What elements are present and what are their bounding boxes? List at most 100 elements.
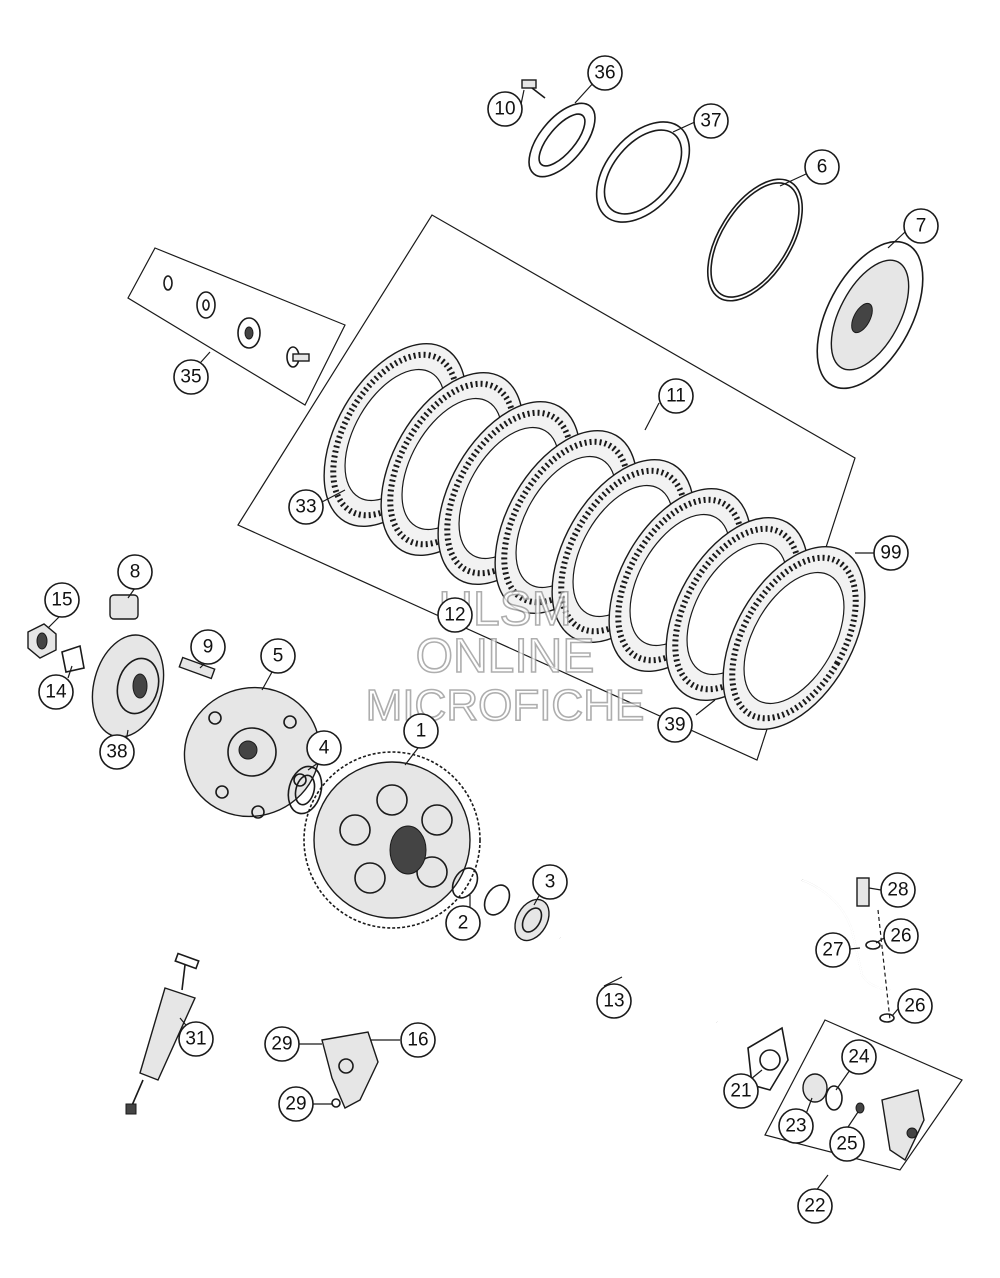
callout-35[interactable]: 35: [173, 359, 209, 395]
clutch-plate: [722, 545, 866, 731]
callout-16[interactable]: 16: [400, 1022, 436, 1058]
kit-22-outline: [764, 1019, 963, 1171]
callout-39[interactable]: 39: [657, 707, 693, 743]
svg-text:29: 29: [285, 1094, 306, 1115]
callout-33[interactable]: 33: [288, 489, 324, 525]
svg-text:10: 10: [494, 99, 515, 120]
svg-text:7: 7: [916, 216, 927, 237]
svg-text:6: 6: [817, 157, 828, 178]
svg-text:3: 3: [545, 872, 556, 893]
clutch-basket-1: [303, 751, 481, 929]
bushing-3: [514, 898, 550, 942]
needle-bearings-2: [451, 867, 511, 916]
spring-8: [109, 594, 139, 620]
callout-6[interactable]: 6: [804, 149, 840, 185]
svg-text:22: 22: [804, 1196, 825, 1217]
seals-26: [865, 940, 895, 1023]
callout-25[interactable]: 25: [829, 1126, 865, 1162]
line-27: [801, 879, 891, 991]
clutch-plate-stack: [323, 342, 866, 731]
callout-15[interactable]: 15: [44, 582, 80, 618]
svg-text:26: 26: [904, 996, 925, 1017]
svg-text:13: 13: [603, 991, 624, 1012]
callout-2[interactable]: 2: [445, 905, 481, 941]
clutch-plate-kit-outline: [237, 214, 856, 761]
svg-text:27: 27: [822, 940, 843, 961]
svg-text:9: 9: [203, 637, 214, 658]
callout-29-upper[interactable]: 29: [264, 1026, 300, 1062]
svg-text:37: 37: [700, 111, 721, 132]
bearing-36: [528, 102, 596, 178]
nut-15: [27, 623, 57, 659]
svg-text:1: 1: [416, 721, 427, 742]
callout-36[interactable]: 36: [587, 55, 623, 91]
slave-cylinder-22: [881, 1089, 925, 1162]
washer-4: [287, 765, 323, 815]
callout-5[interactable]: 5: [260, 638, 296, 674]
svg-text:8: 8: [130, 562, 141, 583]
piston-23: [802, 1073, 828, 1103]
grease-tool-31: [125, 952, 200, 1115]
callout-26-lower[interactable]: 26: [897, 988, 933, 1024]
bolt-10: [521, 79, 546, 99]
cover-16: [321, 1031, 379, 1109]
svg-text:36: 36: [594, 63, 615, 84]
callout-27[interactable]: 27: [815, 932, 851, 968]
svg-text:25: 25: [836, 1134, 857, 1155]
kit-35-outline: [127, 247, 346, 406]
callout-14[interactable]: 14: [38, 674, 74, 710]
callout-3[interactable]: 3: [532, 864, 568, 900]
callout-4[interactable]: 4: [306, 730, 342, 766]
callout-23[interactable]: 23: [778, 1108, 814, 1144]
spring-ring-6: [706, 178, 804, 302]
callout-31[interactable]: 31: [178, 1021, 214, 1057]
svg-text:28: 28: [887, 880, 908, 901]
callout-24[interactable]: 24: [841, 1039, 877, 1075]
svg-text:4: 4: [319, 738, 330, 759]
svg-text:33: 33: [295, 497, 316, 518]
svg-text:39: 39: [664, 715, 685, 736]
svg-text:35: 35: [180, 367, 201, 388]
callout-26-upper[interactable]: 26: [883, 918, 919, 954]
callout-29-lower[interactable]: 29: [278, 1086, 314, 1122]
callout-11[interactable]: 11: [658, 378, 694, 414]
spring-25: [855, 1102, 865, 1114]
svg-text:15: 15: [51, 590, 72, 611]
callout-12[interactable]: 12: [437, 597, 473, 633]
watermark-line-2: ONLINE: [416, 630, 595, 683]
washer-37: [595, 121, 691, 223]
pressure-plate-7: [816, 240, 924, 390]
hub-38: [91, 634, 165, 738]
push-rod-13: [559, 936, 718, 1024]
svg-text:16: 16: [407, 1030, 428, 1051]
callout-8[interactable]: 8: [117, 554, 153, 590]
callout-13[interactable]: 13: [596, 983, 632, 1019]
callout-22[interactable]: 22: [797, 1188, 833, 1224]
svg-text:29: 29: [271, 1034, 292, 1055]
callouts: 1 2 3 4 5 6 7 8 9 10 11 12 13 14 15 16 2…: [38, 55, 939, 1224]
callout-28[interactable]: 28: [880, 872, 916, 908]
svg-text:5: 5: [273, 646, 284, 667]
svg-text:24: 24: [848, 1047, 870, 1068]
svg-text:26: 26: [890, 926, 911, 947]
callout-21[interactable]: 21: [723, 1073, 759, 1109]
callout-10[interactable]: 10: [487, 91, 523, 127]
callout-9[interactable]: 9: [190, 629, 226, 665]
svg-text:38: 38: [106, 742, 127, 763]
callout-37[interactable]: 37: [693, 103, 729, 139]
svg-text:21: 21: [730, 1081, 751, 1102]
inner-hub-5: [183, 686, 321, 819]
svg-text:12: 12: [444, 605, 465, 626]
svg-text:99: 99: [880, 543, 901, 564]
svg-text:11: 11: [666, 386, 686, 407]
callout-1[interactable]: 1: [403, 713, 439, 749]
callout-38[interactable]: 38: [99, 734, 135, 770]
kit-35-parts: [163, 275, 310, 368]
svg-text:14: 14: [45, 682, 67, 703]
callout-99[interactable]: 99: [873, 535, 909, 571]
svg-text:2: 2: [458, 913, 469, 934]
callout-7[interactable]: 7: [903, 208, 939, 244]
lock-washer-14: [61, 644, 85, 673]
pin-9: [178, 656, 216, 680]
